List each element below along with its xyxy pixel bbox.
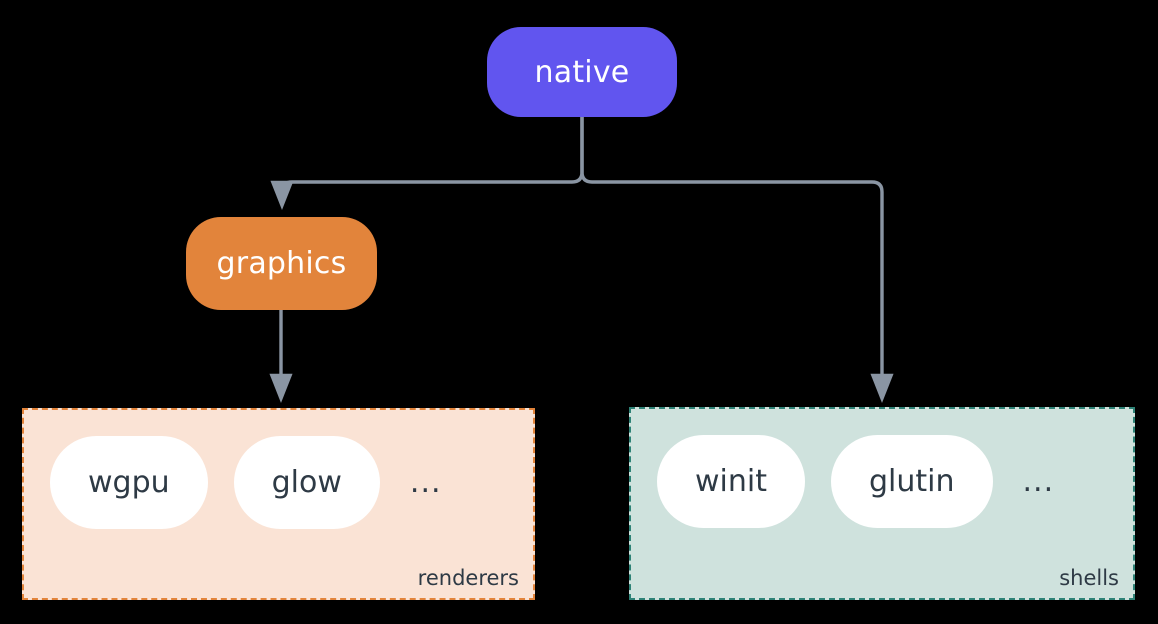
pill-winit[interactable]: winit bbox=[657, 435, 805, 528]
group-renderers: wgpu glow ... renderers bbox=[22, 408, 535, 600]
edge-native-to-graphics bbox=[270, 115, 584, 210]
pill-wgpu[interactable]: wgpu bbox=[50, 436, 208, 529]
pill-glow-label: glow bbox=[271, 465, 342, 500]
shells-overflow-ellipsis: ... bbox=[1022, 464, 1055, 499]
pill-wgpu-label: wgpu bbox=[88, 465, 170, 500]
edge-native-to-shells bbox=[580, 115, 894, 403]
node-native[interactable]: native bbox=[487, 27, 677, 117]
group-shells: winit glutin ... shells bbox=[629, 407, 1135, 600]
pill-glow[interactable]: glow bbox=[233, 436, 380, 529]
pill-glutin-label: glutin bbox=[868, 464, 955, 499]
node-native-label: native bbox=[534, 54, 630, 90]
pill-winit-label: winit bbox=[695, 464, 767, 499]
renderers-overflow-ellipsis: ... bbox=[409, 465, 442, 500]
node-graphics[interactable]: graphics bbox=[186, 217, 377, 310]
renderers-item-row: wgpu glow ... bbox=[50, 436, 442, 529]
group-renderers-label: renderers bbox=[417, 566, 519, 590]
pill-glutin[interactable]: glutin bbox=[830, 435, 993, 528]
shells-item-row: winit glutin ... bbox=[657, 435, 1054, 528]
group-shells-label: shells bbox=[1059, 566, 1119, 590]
node-graphics-label: graphics bbox=[216, 246, 347, 281]
